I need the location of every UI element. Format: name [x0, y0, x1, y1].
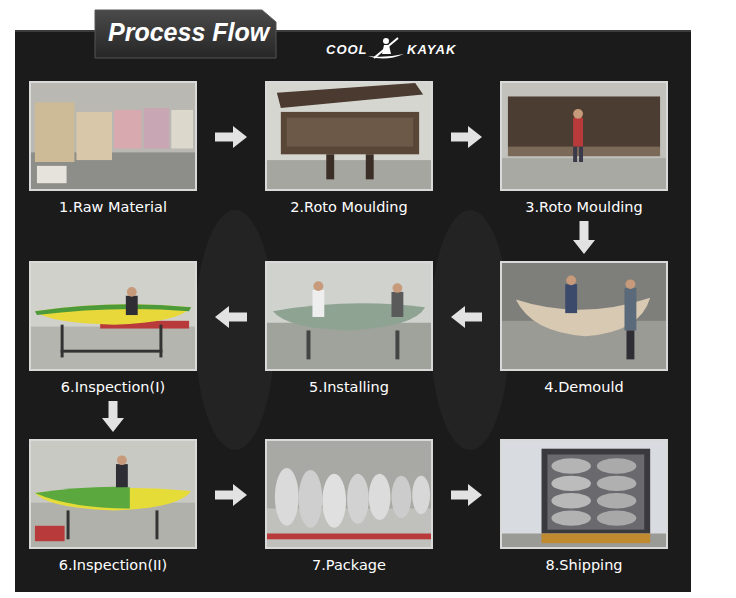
step-caption: 7.Package	[265, 557, 433, 573]
faint-silhouette	[430, 210, 510, 450]
step-caption: 5.Installing	[265, 379, 433, 395]
photo-illustration	[502, 263, 666, 369]
diagram-title: Process Flow	[108, 18, 269, 47]
process-step: 3.Roto Moulding	[500, 81, 668, 217]
step-photo	[265, 439, 433, 549]
flow-arrow	[102, 401, 124, 432]
flow-arrow	[215, 484, 247, 506]
flow-arrow	[215, 306, 247, 328]
process-step: 2.Roto Moulding	[265, 81, 433, 217]
step-photo	[265, 81, 433, 191]
faint-silhouette	[195, 210, 275, 450]
photo-illustration	[31, 441, 195, 547]
photo-illustration	[267, 441, 431, 547]
step-caption: 2.Roto Moulding	[265, 199, 433, 215]
step-photo	[500, 261, 668, 371]
flow-arrow	[451, 484, 482, 506]
kayaker-logo	[368, 38, 404, 59]
step-photo	[29, 261, 197, 371]
flow-arrow	[215, 126, 247, 148]
dark-panel	[15, 30, 691, 592]
step-caption: 3.Roto Moulding	[500, 199, 668, 215]
step-caption: 8.Shipping	[500, 557, 668, 573]
photo-illustration	[31, 83, 195, 189]
logo-text: KAYAK	[407, 42, 456, 57]
step-photo	[500, 81, 668, 191]
photo-illustration	[502, 83, 666, 189]
process-step: 6.Inspection(II)	[29, 439, 197, 575]
title-tab	[95, 10, 276, 58]
logo-text: COOL	[326, 42, 368, 57]
photo-illustration	[502, 441, 666, 547]
flow-arrow	[573, 221, 595, 254]
process-step: 5.Installing	[265, 261, 433, 397]
photo-illustration	[267, 83, 431, 189]
photo-illustration	[267, 263, 431, 369]
step-photo	[29, 439, 197, 549]
step-caption: 6.Inspection(I)	[29, 379, 197, 395]
step-photo	[265, 261, 433, 371]
process-step: 7.Package	[265, 439, 433, 575]
process-step: 4.Demould	[500, 261, 668, 397]
process-step: 8.Shipping	[500, 439, 668, 575]
step-photo	[29, 81, 197, 191]
flow-arrow	[451, 126, 482, 148]
photo-illustration	[31, 263, 195, 369]
flow-arrow	[451, 306, 482, 328]
step-caption: 1.Raw Material	[29, 199, 197, 215]
process-step: 1.Raw Material	[29, 81, 197, 217]
process-step: 6.Inspection(I)	[29, 261, 197, 397]
step-caption: 6.Inspection(II)	[29, 557, 197, 573]
step-photo	[500, 439, 668, 549]
step-caption: 4.Demould	[500, 379, 668, 395]
